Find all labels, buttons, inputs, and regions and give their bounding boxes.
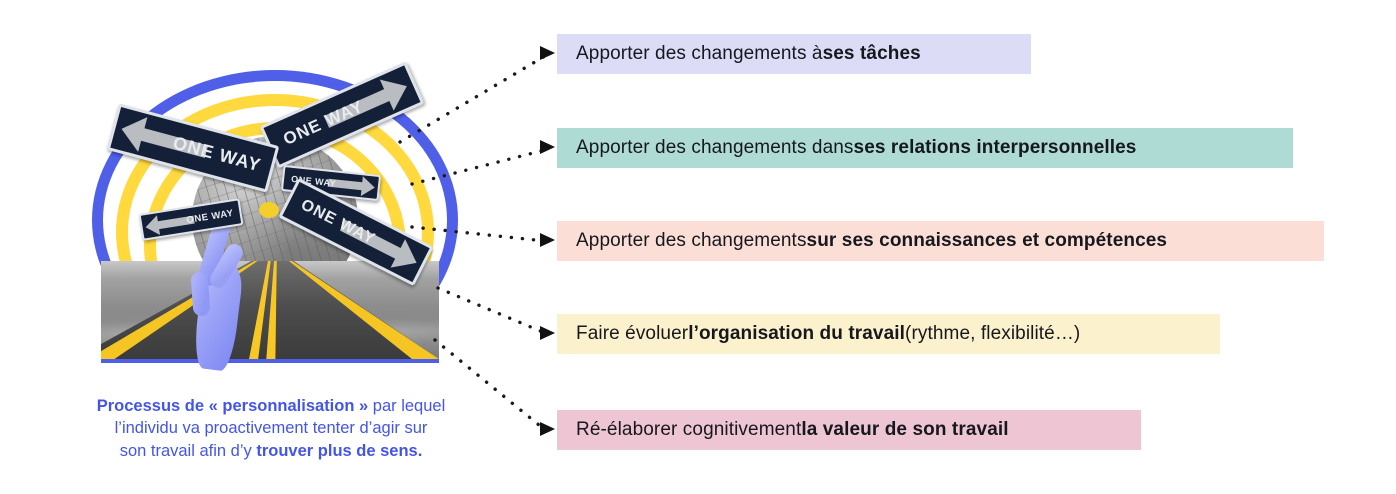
sign-label: ONE WAY <box>185 207 235 226</box>
arrowhead-item-valeur <box>540 422 555 436</box>
caption-line-3: son travail afin d’y trouver plus de sen… <box>40 440 502 462</box>
caption-bold-1: Processus de « personnalisation » <box>96 397 369 415</box>
caption-line-2: l’individu va proactivement tenter d’agi… <box>114 419 428 438</box>
arrowhead-item-competences <box>540 233 555 247</box>
item-competences-text-bold: sur ses connaissances et compétences <box>806 230 1168 251</box>
connector-to-item-4 <box>436 286 547 335</box>
item-valeur-text-bold: la valeur de son travail <box>801 419 1009 440</box>
center-knob <box>259 202 279 218</box>
row-item-taches: Apporter des changements à ses tâches <box>540 34 1031 74</box>
sign-arrow-head <box>360 176 376 198</box>
sign-arrow-head <box>116 111 148 152</box>
item-relations-text-normal: Apporter des changements dans <box>576 137 854 158</box>
arrowhead-item-relations <box>540 140 555 154</box>
item-taches[interactable]: Apporter des changements à ses tâches <box>557 34 1031 74</box>
sign-label: ONE WAY <box>170 132 264 176</box>
caption-line-1: Processus de « personnalisation » par le… <box>40 395 502 417</box>
item-organisation-text-normal: Faire évoluer <box>576 323 689 344</box>
hand-knuckles <box>190 271 211 317</box>
sign-arrow-head <box>379 70 414 111</box>
row-item-competences: Apporter des changements sur ses connais… <box>540 221 1324 261</box>
item-relations[interactable]: Apporter des changements dans ses relati… <box>557 128 1293 168</box>
item-valeur-text-normal: Ré-élaborer cognitivement <box>576 419 802 440</box>
caption-rest-3: son travail afin d’y <box>119 441 257 460</box>
item-valeur[interactable]: Ré-élaborer cognitivement la valeur de s… <box>557 410 1141 450</box>
arrowhead-item-taches <box>540 46 555 60</box>
road-photo <box>101 261 439 363</box>
item-taches-text-bold: ses tâches <box>822 43 921 64</box>
row-item-relations: Apporter des changements dans ses relati… <box>540 128 1293 168</box>
arc-blue-outer <box>92 70 458 370</box>
sign-arrow-head <box>144 214 160 237</box>
row-item-organisation: Faire évoluer l’organisation du travail … <box>540 314 1220 354</box>
item-organisation-text-tail: (rythme, flexibilité…) <box>905 323 1081 344</box>
item-competences[interactable]: Apporter des changements sur ses connais… <box>557 221 1324 261</box>
item-relations-text-bold: ses relations interpersonnelles <box>853 137 1137 158</box>
caption-rest-1: par lequel <box>368 397 446 415</box>
collage-illustration: ONE WAY ONE WAY ONE WAY ONE WAY ONE WAY <box>92 58 458 373</box>
road-center-line-right <box>266 261 277 359</box>
row-item-valeur: Ré-élaborer cognitivement la valeur de s… <box>540 410 1141 450</box>
arrowhead-item-organisation <box>540 326 555 340</box>
item-organisation[interactable]: Faire évoluer l’organisation du travail … <box>557 314 1220 354</box>
caption-bold-3: trouver plus de sens. <box>256 441 423 460</box>
item-organisation-text-bold: l’organisation du travail <box>688 323 906 344</box>
item-taches-text-normal: Apporter des changements à <box>576 43 823 64</box>
item-competences-text-normal: Apporter des changements <box>576 230 807 251</box>
caption-block: Processus de « personnalisation » par le… <box>40 395 502 462</box>
